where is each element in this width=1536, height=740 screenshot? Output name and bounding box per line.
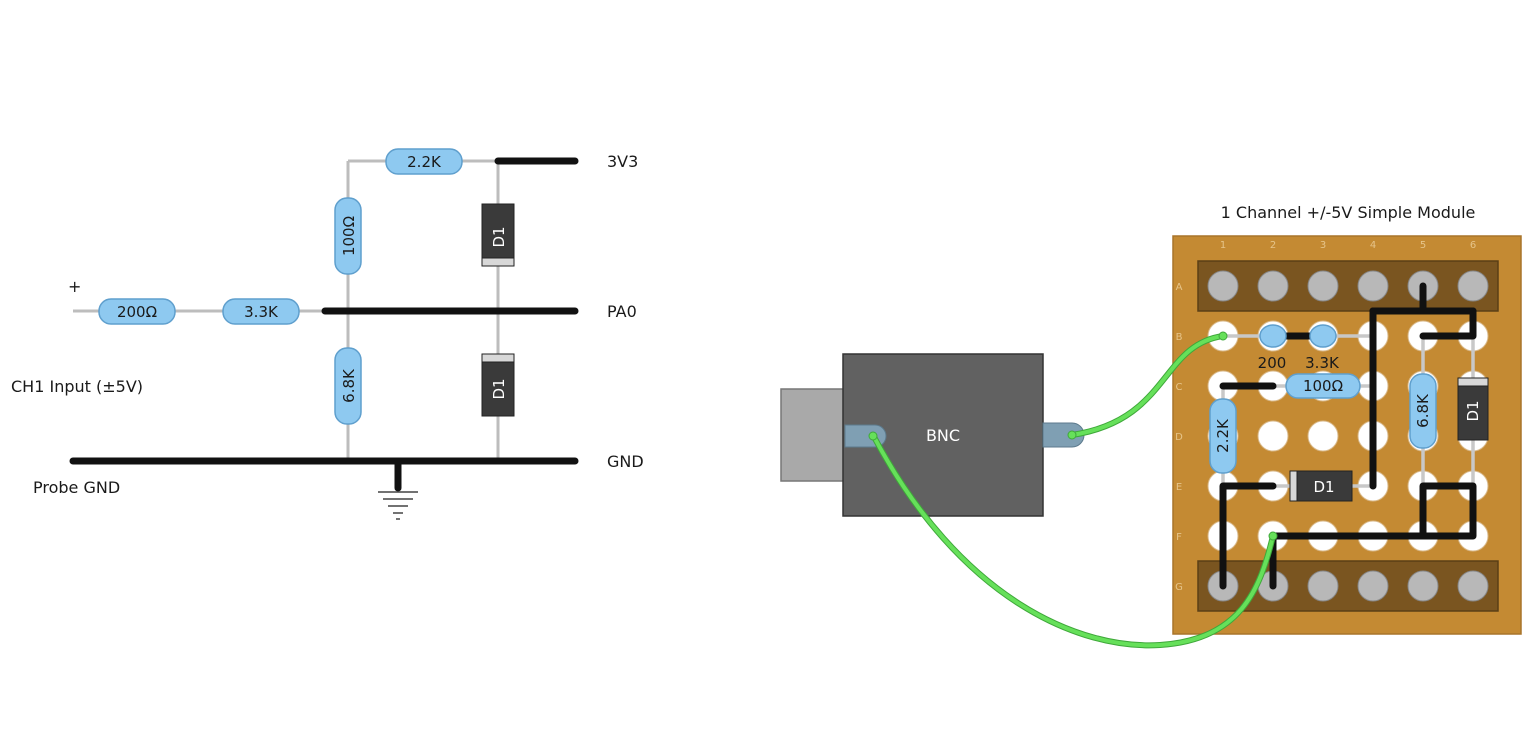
svg-text:A: A (1176, 282, 1183, 293)
net-3v3-label: 3V3 (607, 152, 638, 171)
row-letters: A B C D E F G (1175, 282, 1183, 593)
board-resistor-100: 100Ω (1285, 373, 1361, 399)
bnc-label: BNC (926, 426, 960, 445)
board-d1-h-label: D1 (1313, 478, 1334, 496)
probe-gnd-label: Probe GND (33, 478, 120, 497)
ground-symbol-icon (378, 491, 418, 520)
resistor-200: 200Ω (98, 298, 176, 325)
board-d1-v-label: D1 (1464, 400, 1482, 421)
bnc-right-pin (1042, 422, 1085, 448)
svg-text:1: 1 (1220, 240, 1226, 251)
bnc-connector: BNC (780, 353, 1085, 517)
board-resistor-2.2k: 2.2K (1209, 398, 1237, 474)
plus-sign: + (68, 277, 81, 296)
resistor-2.2k-label: 2.2K (407, 153, 442, 171)
svg-text:F: F (1176, 532, 1182, 543)
resistor-3.3k: 3.3K (222, 298, 300, 325)
green-wires (868, 331, 1278, 649)
resistor-100: 100Ω (334, 197, 362, 275)
svg-text:E: E (1176, 482, 1182, 493)
resistor-2.2k: 2.2K (385, 148, 463, 175)
resistor-100-label: 100Ω (340, 216, 358, 256)
board-diode-horizontal: D1 (1289, 470, 1353, 502)
board-diode-vertical: D1 (1457, 377, 1489, 441)
svg-text:G: G (1175, 582, 1183, 593)
board-resistor-6.8k: 6.8K (1409, 373, 1437, 449)
svg-text:C: C (1176, 382, 1183, 393)
resistor-3.3k-label: 3.3K (244, 303, 279, 321)
resistor-6.8k-label: 6.8K (340, 368, 358, 403)
board-resistor-3.3k (1309, 324, 1337, 348)
resistor-200-label: 200Ω (117, 303, 157, 321)
svg-text:3: 3 (1320, 240, 1326, 251)
svg-text:B: B (1176, 332, 1183, 343)
board-title: 1 Channel +/-5V Simple Module (1221, 203, 1476, 222)
bus-strip-a (1197, 260, 1499, 312)
board-r68k-label: 6.8K (1414, 393, 1432, 428)
net-gnd-label: GND (607, 452, 644, 471)
board-r200-label: 200 (1258, 354, 1287, 372)
input-label: CH1 Input (±5V) (11, 377, 143, 396)
board-r22k-label: 2.2K (1214, 418, 1232, 453)
svg-text:2: 2 (1270, 240, 1276, 251)
stripboard-layout: 1 Channel +/-5V Simple Module 1 2 3 4 5 … (780, 203, 1522, 649)
resistor-6.8k: 6.8K (334, 347, 362, 425)
schematic: 200Ω 3.3K 2.2K 100Ω 6.8K D1 D1 (11, 148, 644, 520)
board-r33k-label: 3.3K (1305, 354, 1340, 372)
net-pa0-label: PA0 (607, 302, 637, 321)
svg-text:D: D (1175, 432, 1183, 443)
board-resistor-200 (1259, 324, 1287, 348)
jumper-top-loop (1369, 307, 1477, 336)
diode-d1-bottom: D1 (481, 353, 515, 417)
svg-text:5: 5 (1420, 240, 1426, 251)
svg-text:4: 4 (1370, 240, 1376, 251)
bnc-barrel (780, 388, 846, 482)
board-r100-label: 100Ω (1303, 377, 1343, 395)
diode-d1-top-label: D1 (490, 226, 508, 247)
column-numbers: 1 2 3 4 5 6 (1220, 240, 1476, 251)
diode-d1-bottom-label: D1 (490, 378, 508, 399)
diode-d1-top: D1 (481, 203, 515, 267)
schematic-nets (69, 157, 579, 492)
svg-text:6: 6 (1470, 240, 1476, 251)
